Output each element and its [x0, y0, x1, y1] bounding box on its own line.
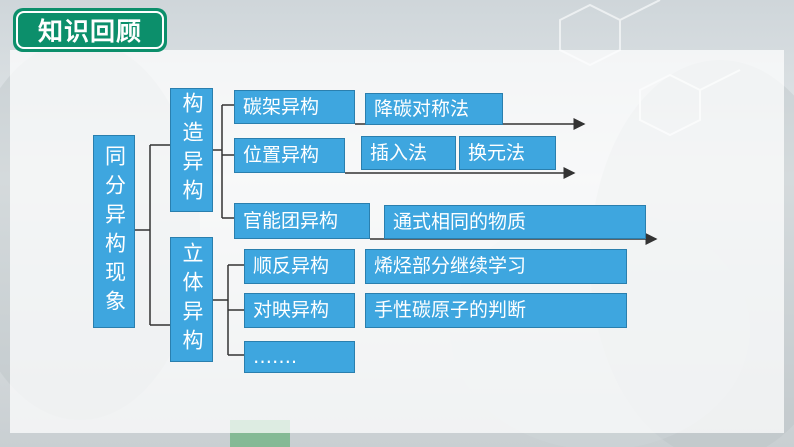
detail-alkene-continued-study: 烯烃部分继续学习	[365, 249, 627, 284]
detail-label: 降碳对称法	[374, 97, 470, 120]
detail-label: 换元法	[468, 141, 526, 164]
node-label: 对映异构	[253, 299, 330, 321]
detail-same-general-formula: 通式相同的物质	[384, 205, 646, 239]
detail-label: 烯烃部分继续学习	[374, 255, 527, 277]
detail-insertion-method: 插入法	[361, 136, 456, 170]
node-label: 顺反异构	[253, 255, 330, 277]
title-badge-border	[16, 11, 164, 49]
detail-label: 手性碳原子的判断	[374, 299, 527, 321]
node-functional-group-isomerism: 官能团异构	[234, 203, 370, 239]
node-carbon-skeleton-isomerism: 碳架异构	[234, 90, 355, 124]
node-label: …….	[253, 345, 298, 368]
branch-construction-isomerism: 构造异构	[170, 88, 213, 212]
detail-label: 通式相同的物质	[393, 210, 527, 233]
node-label: 位置异构	[243, 144, 320, 166]
branch-2-label: 立体异构	[180, 241, 204, 358]
detail-label: 插入法	[370, 141, 428, 164]
section-title: 知识回顾	[37, 17, 142, 46]
root-label: 同分异构现象	[102, 144, 127, 319]
detail-descending-carbon-symmetry: 降碳对称法	[365, 93, 503, 125]
branch-stereoisomerism: 立体异构	[170, 237, 213, 362]
node-more-ellipsis: …….	[244, 341, 355, 373]
branch-1-label: 构造异构	[180, 92, 204, 208]
section-title-badge: 知识回顾	[13, 8, 167, 52]
detail-substitution-method: 换元法	[459, 136, 556, 170]
node-label: 官能团异构	[243, 209, 339, 232]
node-cis-trans-isomerism: 顺反异构	[244, 249, 355, 284]
detail-chiral-carbon-identification: 手性碳原子的判断	[365, 293, 627, 328]
node-positional-isomerism: 位置异构	[234, 138, 345, 173]
root-node: 同分异构现象	[93, 135, 135, 328]
node-enantiomerism: 对映异构	[244, 293, 355, 328]
node-label: 碳架异构	[243, 95, 320, 118]
